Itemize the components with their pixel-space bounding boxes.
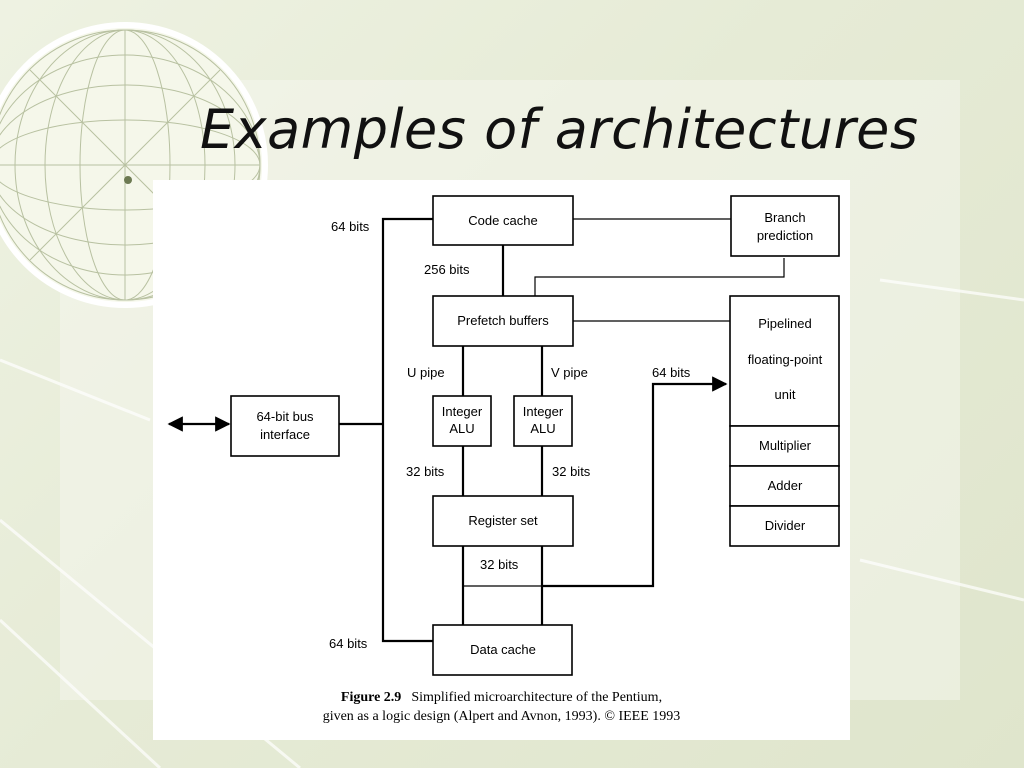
adder-label: Adder [768,478,803,493]
data-cache-label: Data cache [470,642,536,657]
prefetch-buffers-block: Prefetch buffers [432,295,574,347]
slide-title: Examples of architectures [200,98,919,161]
integer-alu-v-label-1: Integer [523,404,564,419]
divider-block: Divider [729,505,840,547]
caption-line-2: given as a logic design (Alpert and Avno… [322,709,681,724]
register-set-label: Register set [468,513,538,528]
fpu-label-1: Pipelined [758,316,812,331]
floating-point-unit-block: Pipelined floating-point unit [729,295,840,427]
caption-line-1: Simplified microarchitecture of the Pent… [411,690,663,705]
multiplier-label: Multiplier [759,438,812,453]
bus-interface-block: 64-bit bus interface [230,395,340,457]
bus-interface-label-1: 64-bit bus [256,409,314,424]
multiplier-block: Multiplier [729,425,840,467]
integer-alu-u-label-2: ALU [449,421,474,436]
fpu-label-2: floating-point [748,352,823,367]
prefetch-buffers-label: Prefetch buffers [457,313,549,328]
pentium-diagram-figure: Code cache Branch prediction Prefetch bu… [153,180,850,740]
label-32-bits-u: 32 bits [406,464,445,479]
figure-number: Figure 2.9 [340,690,402,705]
code-cache-block: Code cache [432,195,574,246]
label-256-bits: 256 bits [424,262,470,277]
label-64-bits-bottom: 64 bits [329,636,368,651]
branch-prediction-block: Branch prediction [730,195,840,257]
main-bus-wire [381,217,433,643]
branch-to-prefetch-wire [534,258,785,296]
label-v-pipe: V pipe [551,365,588,380]
register-to-fpu-wire [542,376,728,588]
label-32-bits-register: 32 bits [480,557,519,572]
integer-alu-u-label-1: Integer [442,404,483,419]
fpu-label-3: unit [775,387,796,402]
code-cache-label: Code cache [468,213,537,228]
branch-prediction-label-1: Branch [764,210,805,225]
integer-alu-v-block: Integer ALU [513,395,573,447]
register-set-block: Register set [432,495,574,547]
branch-prediction-label-2: prediction [757,228,813,243]
pentium-microarchitecture-diagram: Code cache Branch prediction Prefetch bu… [167,195,840,676]
connection-wires [167,217,785,643]
data-cache-block: Data cache [432,624,573,676]
integer-alu-v-label-2: ALU [530,421,555,436]
bus-interface-label-2: interface [260,427,310,442]
label-u-pipe: U pipe [407,365,445,380]
label-32-bits-v: 32 bits [552,464,591,479]
label-64-bits-fpu: 64 bits [652,365,691,380]
divider-label: Divider [765,518,806,533]
label-64-bits-top: 64 bits [331,219,370,234]
figure-caption: Figure 2.9 Simplified microarchitecture o… [153,688,850,726]
adder-block: Adder [729,465,840,507]
integer-alu-u-block: Integer ALU [432,395,492,447]
